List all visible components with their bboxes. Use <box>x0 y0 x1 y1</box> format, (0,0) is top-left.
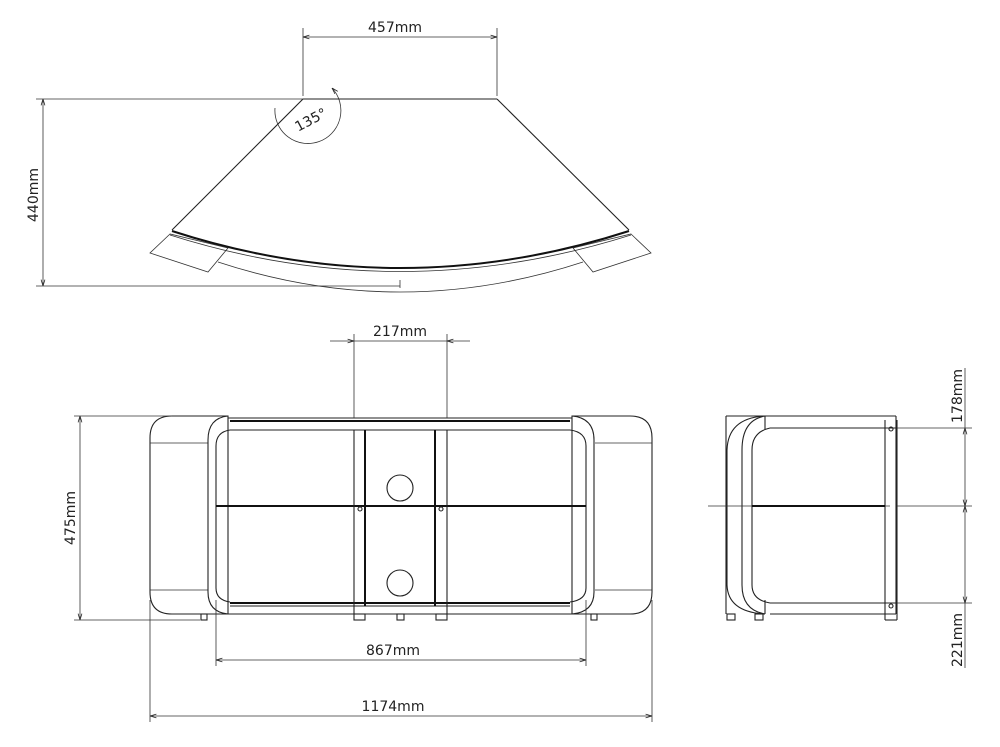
angle-dimension: 135° <box>274 88 342 144</box>
upper-shelf-gap-label: 178mm <box>950 369 966 423</box>
height-label: 475mm <box>63 491 79 545</box>
side-outline <box>708 415 898 621</box>
left-end-cap <box>149 415 229 615</box>
post-spacing-dimension: 217mm <box>330 324 470 418</box>
inner-width-dimension: 867mm <box>215 600 587 666</box>
width-dimension: 457mm <box>302 20 498 96</box>
depth-dimension: 440mm <box>26 98 400 287</box>
cable-holes <box>386 474 414 597</box>
top-view-outline <box>149 98 652 293</box>
shelves <box>216 417 586 615</box>
height-dimension: 475mm <box>63 415 200 621</box>
lower-shelf-gap-label: 221mm <box>950 613 966 667</box>
overall-width-dimension: 1174mm <box>149 600 653 722</box>
cable-hole-upper <box>386 474 414 502</box>
side-view: 178mm 221mm <box>708 368 972 668</box>
frame <box>207 415 595 615</box>
post-spacing-label: 217mm <box>373 324 427 340</box>
inner-width-label: 867mm <box>366 643 420 659</box>
feet <box>200 613 598 621</box>
center-posts <box>353 430 448 614</box>
depth-label: 440mm <box>26 168 42 222</box>
cable-hole-lower <box>386 569 414 597</box>
overall-width-label: 1174mm <box>362 699 425 715</box>
top-view: 457mm 440mm 135° <box>26 20 652 293</box>
width-label: 457mm <box>368 20 422 36</box>
front-view: 217mm 475mm 867mm 1174mm <box>63 324 653 722</box>
shelf-gap-dimensions: 178mm 221mm <box>897 368 972 668</box>
angle-label: 135° <box>292 105 329 135</box>
right-end-cap <box>571 415 653 615</box>
